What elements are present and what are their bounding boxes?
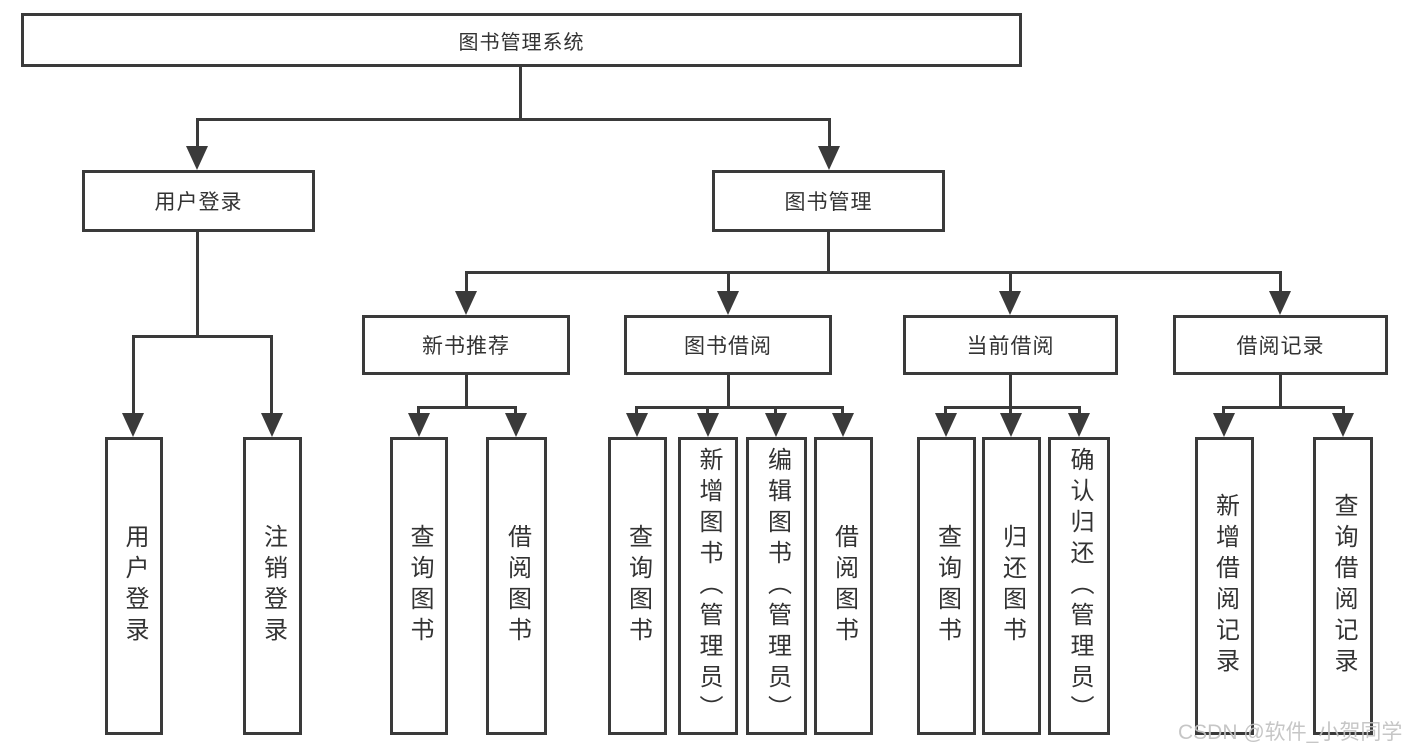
arrowhead	[505, 413, 527, 437]
leaf-label: 注销登录	[259, 524, 287, 648]
connector-drop-leaf-login	[132, 335, 135, 421]
leaf-label: 查询图书	[624, 524, 652, 648]
leaf-label: 查询图书	[406, 524, 433, 648]
leaf-add-books-admin: 新增图书（管理员）	[678, 437, 738, 735]
connector-drop-new-books	[465, 271, 468, 299]
leaf-return-books: 归还图书	[982, 437, 1041, 735]
leaf-label: 新增图书（管理员）	[695, 446, 722, 726]
leaf-edit-books-admin: 编辑图书（管理员）	[746, 437, 807, 735]
connector-stem	[1279, 375, 1282, 406]
leaf-label: 确认归还（管理员）	[1066, 446, 1093, 726]
connector-stem	[727, 375, 730, 406]
arrowhead	[1269, 291, 1291, 315]
arrowhead	[935, 413, 957, 437]
node-new-book-recommend: 新书推荐	[362, 315, 570, 375]
connector-root-stem	[519, 67, 522, 118]
arrowhead	[261, 413, 283, 437]
arrowhead	[455, 291, 477, 315]
leaf-query-books-recommend: 查询图书	[390, 437, 448, 735]
arrowhead	[818, 146, 840, 170]
node-borrowing-records: 借阅记录	[1173, 315, 1388, 375]
node-user-login: 用户登录	[82, 170, 315, 232]
arrowhead	[1000, 413, 1022, 437]
leaf-logout: 注销登录	[243, 437, 302, 735]
arrowhead	[999, 291, 1021, 315]
leaf-label: 查询借阅记录	[1330, 493, 1357, 679]
arrowhead	[122, 413, 144, 437]
node-book-management: 图书管理	[712, 170, 945, 232]
node-library-management-system: 图书管理系统	[21, 13, 1022, 67]
leaf-confirm-return-admin: 确认归还（管理员）	[1048, 437, 1110, 735]
connector-drop-borrow-records	[1279, 271, 1282, 299]
connector-bar	[944, 406, 1081, 409]
connector-drop-book-borrow	[727, 271, 730, 299]
arrowhead	[765, 413, 787, 437]
leaf-query-books-current: 查询图书	[917, 437, 976, 735]
connector-drop-current-borrow	[1009, 271, 1012, 299]
arrowhead	[697, 413, 719, 437]
arrowhead	[1068, 413, 1090, 437]
leaf-add-borrow-record: 新增借阅记录	[1195, 437, 1254, 735]
connector-drop-book-mgmt	[828, 118, 831, 154]
leaf-borrow-books-recommend: 借阅图书	[486, 437, 547, 735]
connector-stem	[465, 375, 468, 406]
leaf-label: 查询图书	[933, 524, 961, 648]
leaf-label: 借阅图书	[830, 524, 858, 648]
connector-drop-leaf-logout	[270, 335, 273, 421]
connector-bar	[417, 406, 517, 409]
arrowhead	[1332, 413, 1354, 437]
connector-drop-user-login	[196, 118, 199, 154]
connector-level2-bar	[465, 271, 1281, 274]
node-label: 图书管理	[784, 191, 873, 214]
leaf-label: 借阅图书	[503, 524, 531, 648]
connector-level1-bar	[196, 118, 831, 121]
leaf-borrow-books: 借阅图书	[814, 437, 873, 735]
leaf-label: 编辑图书（管理员）	[763, 446, 791, 726]
node-label: 图书管理系统	[458, 31, 585, 54]
connector-user-login-stem	[196, 232, 199, 335]
connector-stem	[1009, 375, 1012, 406]
node-label: 用户登录	[154, 191, 243, 214]
arrowhead	[626, 413, 648, 437]
node-book-borrowing: 图书借阅	[624, 315, 832, 375]
node-label: 图书借阅	[684, 335, 772, 358]
leaf-user-login: 用户登录	[105, 437, 163, 735]
connector-user-login-bar	[132, 335, 273, 338]
arrowhead	[1213, 413, 1235, 437]
node-current-borrowing: 当前借阅	[903, 315, 1118, 375]
connector-bar	[635, 406, 844, 409]
leaf-query-borrow-record: 查询借阅记录	[1313, 437, 1373, 735]
arrowhead	[408, 413, 430, 437]
arrowhead	[186, 146, 208, 170]
connector-bar	[1222, 406, 1345, 409]
leaf-label: 新增借阅记录	[1211, 493, 1239, 679]
arrowhead	[832, 413, 854, 437]
csdn-watermark: CSDN @软件_小贺同学	[1178, 721, 1403, 744]
connector-book-mgmt-stem	[827, 232, 830, 271]
leaf-label: 归还图书	[998, 524, 1026, 648]
node-label: 借阅记录	[1236, 335, 1325, 358]
leaf-query-books-borrowing: 查询图书	[608, 437, 667, 735]
node-label: 当前借阅	[966, 335, 1055, 358]
leaf-label: 用户登录	[121, 524, 148, 648]
node-label: 新书推荐	[422, 335, 510, 358]
arrowhead	[717, 291, 739, 315]
